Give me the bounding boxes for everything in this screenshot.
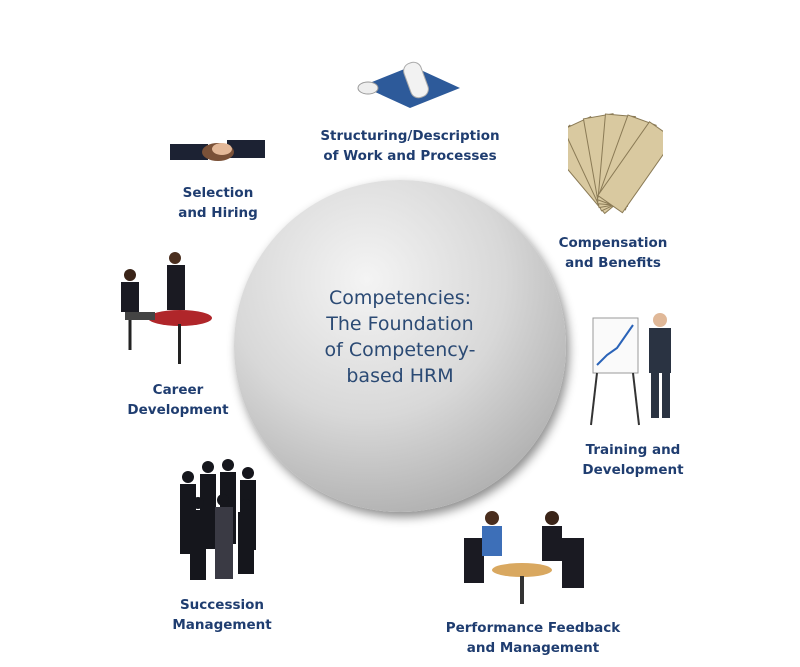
label-line: Career — [152, 382, 204, 398]
center-circle: Competencies: The Foundation of Competen… — [234, 180, 566, 512]
label-line: of Work and Processes — [323, 148, 497, 164]
label-line: and Benefits — [565, 255, 661, 271]
label-line: Structuring/Description — [320, 128, 500, 144]
blueprint-icon — [357, 61, 460, 108]
money-icon — [568, 113, 663, 215]
label-line: Development — [127, 402, 229, 418]
label-line: and Hiring — [178, 205, 258, 221]
presenter-flipchart-icon — [590, 313, 671, 426]
feedback-meeting-icon — [464, 511, 584, 604]
center-line: of Competency- — [324, 339, 476, 361]
center-line: based HRM — [346, 365, 454, 387]
label-structuring: Structuring/Description of Work and Proc… — [320, 126, 499, 166]
label-line: Management — [172, 617, 272, 633]
center-title: Competencies: The Foundation of Competen… — [234, 285, 566, 389]
label-line: Compensation — [558, 235, 668, 251]
label-training: Training and Development — [582, 440, 683, 480]
handshake-icon — [170, 140, 265, 161]
center-line: The Foundation — [326, 313, 474, 335]
label-line: and Management — [466, 640, 600, 656]
label-compensation: Compensation and Benefits — [559, 233, 668, 273]
meeting-table-icon — [121, 252, 212, 364]
label-line: Development — [582, 462, 684, 478]
label-line: Performance Feedback — [445, 620, 621, 636]
center-line: Competencies: — [328, 287, 472, 309]
label-career: Career Development — [127, 380, 228, 420]
label-performance: Performance Feedback and Management — [446, 618, 621, 658]
group-of-people-icon — [180, 459, 256, 580]
label-selection: Selection and Hiring — [178, 183, 258, 223]
label-line: Succession — [179, 597, 265, 613]
label-succession: Succession Management — [172, 595, 271, 635]
label-line: Training and — [585, 442, 681, 458]
label-line: Selection — [182, 185, 254, 201]
